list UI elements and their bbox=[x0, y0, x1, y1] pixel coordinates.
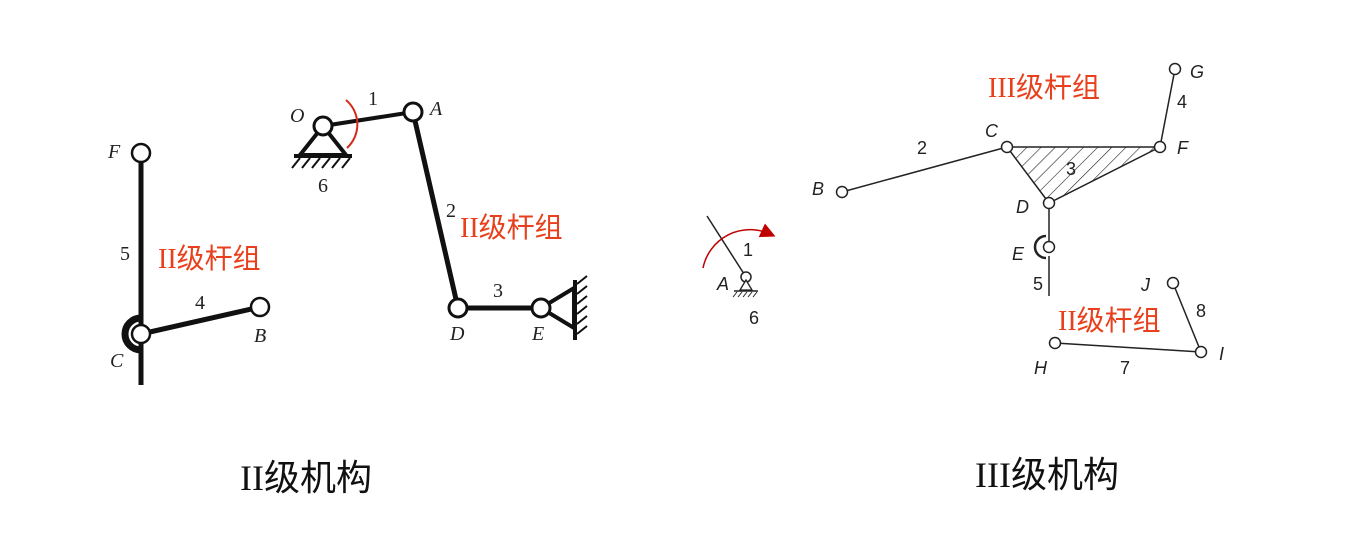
num-1: 1 bbox=[368, 88, 378, 110]
label-c: C bbox=[110, 350, 124, 372]
slider-c bbox=[121, 314, 142, 354]
r-num-7: 7 bbox=[1120, 358, 1130, 378]
r-rotation-arc bbox=[702, 223, 776, 269]
label-a: A bbox=[428, 98, 443, 120]
link-1 bbox=[322, 110, 414, 128]
r-num-2: 2 bbox=[917, 138, 927, 158]
r-num-3: 3 bbox=[1066, 159, 1076, 179]
r-label-g: G bbox=[1190, 62, 1204, 82]
r-label-j: J bbox=[1140, 275, 1151, 295]
joint-f bbox=[130, 142, 152, 164]
r-label-b: B bbox=[812, 179, 824, 199]
r-link-7 bbox=[1054, 342, 1202, 353]
link-4 bbox=[140, 304, 261, 337]
r-label-h: H bbox=[1034, 358, 1048, 378]
r-num-1: 1 bbox=[743, 240, 753, 260]
r-joint-d bbox=[1042, 196, 1056, 210]
label-b: B bbox=[254, 325, 266, 347]
r-joint-h bbox=[1048, 336, 1062, 350]
ground-hatch-e bbox=[576, 275, 588, 335]
r-label-i: I bbox=[1219, 344, 1224, 364]
joint-b bbox=[249, 296, 271, 318]
r-label-e: E bbox=[1012, 244, 1025, 264]
group-label-left-2: II级杆组 bbox=[460, 212, 563, 244]
r-num-5: 5 bbox=[1033, 274, 1043, 294]
ground-hatch-o bbox=[291, 157, 351, 169]
r-num-4: 4 bbox=[1177, 92, 1187, 112]
joint-d bbox=[447, 297, 469, 319]
r-link-2 bbox=[841, 146, 1008, 193]
joint-o bbox=[312, 115, 334, 137]
label-e: E bbox=[531, 323, 544, 345]
r-slider-e bbox=[1033, 234, 1047, 260]
label-f: F bbox=[107, 141, 121, 163]
num-2: 2 bbox=[446, 200, 456, 222]
r-joint-c bbox=[1000, 140, 1014, 154]
r-joint-b bbox=[835, 185, 849, 199]
joint-a bbox=[402, 101, 424, 123]
num-5: 5 bbox=[120, 243, 130, 265]
label-o: O bbox=[290, 105, 304, 127]
r-joint-f bbox=[1153, 140, 1167, 154]
r-label-f: F bbox=[1177, 138, 1189, 158]
r-label-c: C bbox=[985, 121, 999, 141]
right-mechanism: 1 A 6 B C F G D E 2 3 4 5 III级杆组 H I J bbox=[702, 62, 1224, 378]
r-label-a: A bbox=[716, 274, 729, 294]
r-link-3 bbox=[1005, 146, 1161, 204]
num-3: 3 bbox=[493, 280, 503, 302]
label-d: D bbox=[449, 323, 465, 345]
r-label-d: D bbox=[1016, 197, 1029, 217]
r-link-4 bbox=[1159, 68, 1176, 148]
r-joint-e bbox=[1042, 240, 1056, 254]
r-ground-a bbox=[738, 278, 754, 291]
caption-left: II级机构 bbox=[240, 458, 372, 498]
joint-e bbox=[530, 297, 552, 319]
group-label-right-1: III级杆组 bbox=[988, 72, 1100, 104]
link-2 bbox=[410, 111, 461, 309]
r-joint-g bbox=[1168, 62, 1182, 76]
r-link-8 bbox=[1172, 282, 1202, 353]
group-label-right-2: II级杆组 bbox=[1058, 305, 1161, 337]
group-label-left-1: II级杆组 bbox=[158, 243, 261, 275]
r-joint-i bbox=[1194, 345, 1208, 359]
left-mechanism: F C B 5 4 II级杆组 bbox=[107, 88, 588, 385]
r-num-6: 6 bbox=[749, 308, 759, 328]
rotation-arc-o bbox=[345, 99, 359, 149]
r-link-1 bbox=[706, 215, 747, 278]
num-4: 4 bbox=[195, 292, 205, 314]
r-ground-hatch-a bbox=[732, 291, 758, 298]
num-6: 6 bbox=[318, 175, 328, 197]
r-joint-j bbox=[1166, 276, 1180, 290]
joint-c bbox=[130, 323, 152, 345]
caption-right: III级机构 bbox=[975, 455, 1119, 495]
r-num-8: 8 bbox=[1196, 301, 1206, 321]
